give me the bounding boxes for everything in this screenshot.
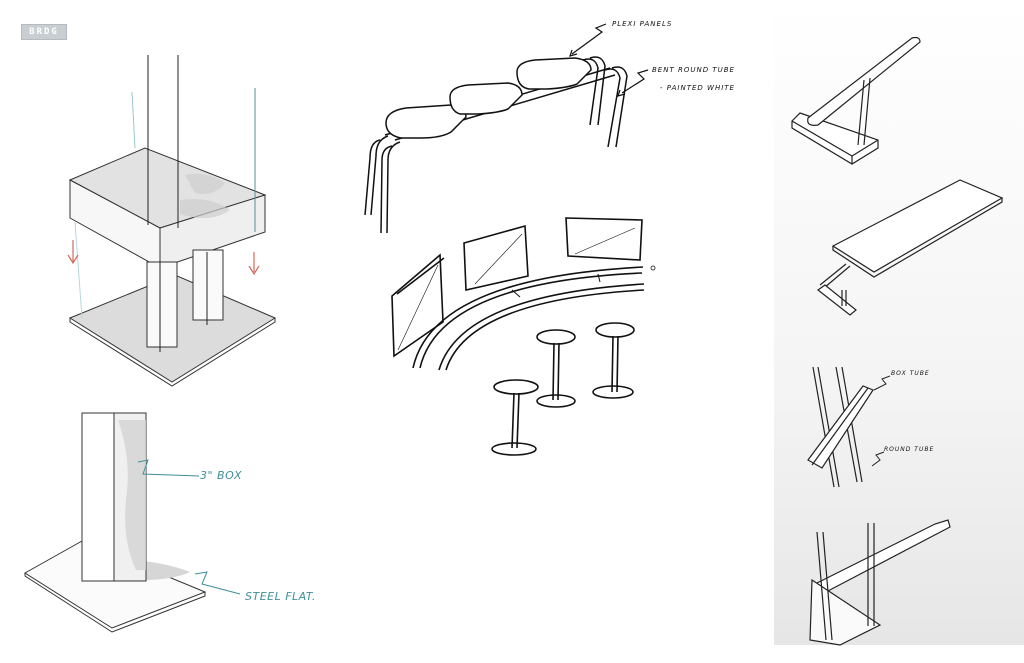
column-plate-sketch	[24, 412, 207, 633]
annotation-leader	[137, 459, 241, 595]
column-platform-sketch	[68, 55, 277, 387]
down-arrow-icon	[67, 240, 260, 276]
annotation-painted-white: - PAINTED WHITE	[660, 84, 735, 92]
annotation-round-tube: ROUND TUBE	[884, 446, 935, 453]
annotation-3in-box: 3" BOX	[200, 469, 242, 482]
annotation-bent-round-tube: BENT ROUND TUBE	[652, 66, 735, 74]
annotation-box-tube: BOX TUBE	[891, 370, 930, 377]
tube-structure-sketches	[791, 36, 1004, 646]
annotation-plexi-panels: PLEXI PANELS	[612, 20, 673, 28]
annotation-leader	[569, 23, 649, 97]
rail-screens-stools-sketch	[391, 217, 656, 456]
annotation-leader	[871, 375, 891, 467]
brdg-logo: BRDG	[21, 24, 67, 40]
bench-sketch	[364, 56, 628, 234]
right-sketch-panel	[774, 0, 1024, 645]
annotation-steel-flat: STEEL FLAT.	[245, 590, 316, 603]
